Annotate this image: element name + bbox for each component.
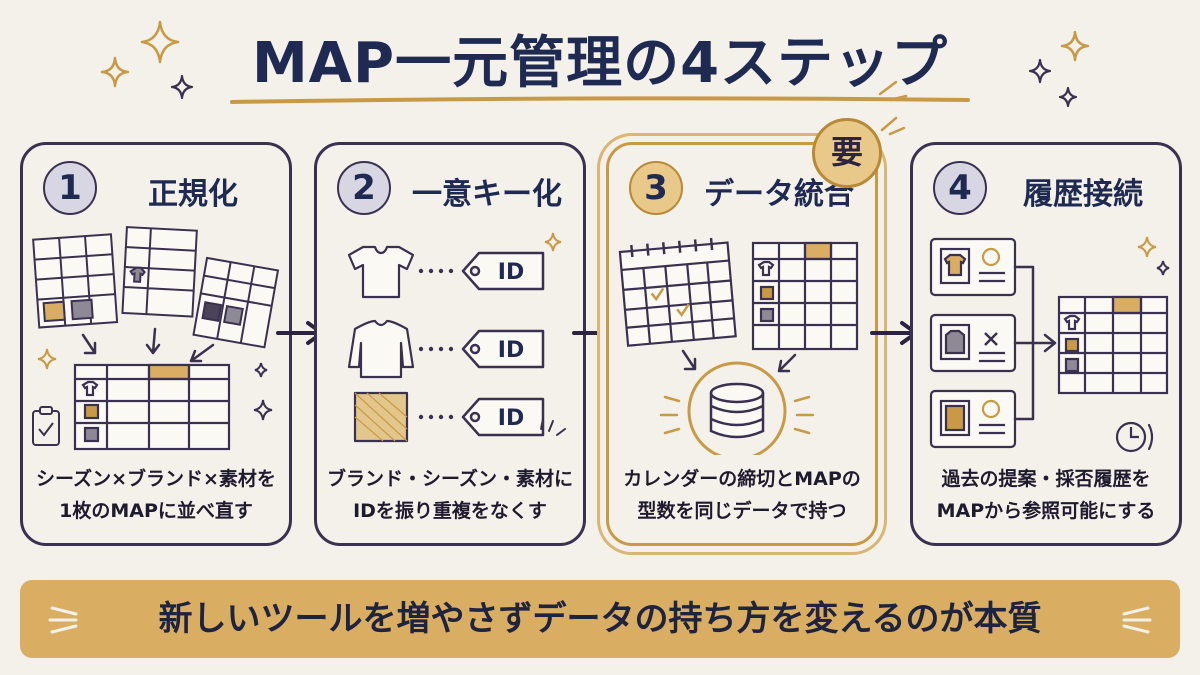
step-title: 履歴接続 (1023, 177, 1143, 212)
step-description: 過去の提案・採否履歴を MAPから参照可能にする (936, 468, 1156, 522)
page-title: MAP一元管理の4ステップ (251, 31, 949, 96)
sparkle-icon (170, 58, 1078, 108)
step-title: 正規化 (148, 177, 238, 212)
table-icon (1057, 295, 1169, 395)
summary-banner: 新しいツールを増やさずデータの持ち方を変えるのが本質 (20, 580, 1180, 658)
calendar-icon (618, 237, 737, 347)
table-icon (73, 363, 231, 451)
tshirt-icon (757, 260, 775, 277)
required-badge: 要 (812, 118, 882, 188)
tshirt-icon (347, 245, 415, 299)
id-tag-label: ID (498, 406, 524, 431)
history-card (929, 313, 1017, 373)
tshirt-icon (129, 266, 146, 283)
emphasis-lines-left (48, 606, 78, 634)
id-tag-label: ID (498, 260, 524, 285)
step-number: 2 (337, 161, 391, 215)
sweater-icon (944, 329, 966, 355)
tshirt-icon (943, 253, 967, 277)
step-number: 3 (629, 161, 683, 215)
unique-key-illustration: ID ID ID (347, 232, 566, 443)
tshirt-icon (1063, 314, 1081, 331)
clipboard-check-icon (32, 406, 60, 446)
fabric-swatch-icon (944, 404, 966, 432)
step-card-2: 2 一意キー化 ID ID ID (314, 142, 586, 546)
tshirt-icon (81, 380, 99, 397)
step-number: 1 (43, 161, 97, 215)
table-icon (192, 256, 280, 349)
sparkle-icon (544, 232, 562, 252)
normalize-illustration (32, 226, 280, 451)
sweater-icon (347, 319, 415, 379)
id-tag-icon (461, 251, 545, 437)
step-title: 一意キー化 (412, 177, 562, 212)
step-description: カレンダーの締切とMAPの 型数を同じデータで持つ (623, 468, 861, 522)
emphasis-lines-right (1122, 606, 1152, 634)
step-description: ブランド・シーズン・素材に IDを振り重複をなくす (326, 468, 574, 522)
table-icon (32, 233, 119, 329)
sparkle-icon (1137, 236, 1170, 276)
step-card-1: 1 正規化 (20, 142, 292, 546)
step-number: 4 (933, 161, 987, 215)
sparkle-icon (37, 348, 273, 421)
id-tag-label: ID (498, 338, 524, 363)
clock-icon (1115, 421, 1154, 453)
title-underline (230, 96, 970, 104)
history-card (929, 389, 1017, 449)
sparkle-icon (100, 20, 1090, 88)
table-icon (121, 226, 198, 318)
data-integration-illustration (618, 237, 859, 455)
badge-emphasis-lines (880, 116, 906, 136)
history-card (929, 237, 1017, 297)
history-link-illustration (929, 236, 1170, 453)
database-icon (709, 382, 765, 439)
step-card-4: 4 履歴接続 (910, 142, 1182, 546)
step-description: シーズン×ブランド×素材を 1枚のMAPに並べ直す (36, 468, 276, 522)
step-card-3: 3 データ統合 カレン (606, 142, 878, 546)
summary-text: 新しいツールを増やさずデータの持ち方を変えるのが本質 (158, 599, 1042, 639)
title-decoration (100, 20, 1090, 108)
table-icon (751, 241, 859, 351)
